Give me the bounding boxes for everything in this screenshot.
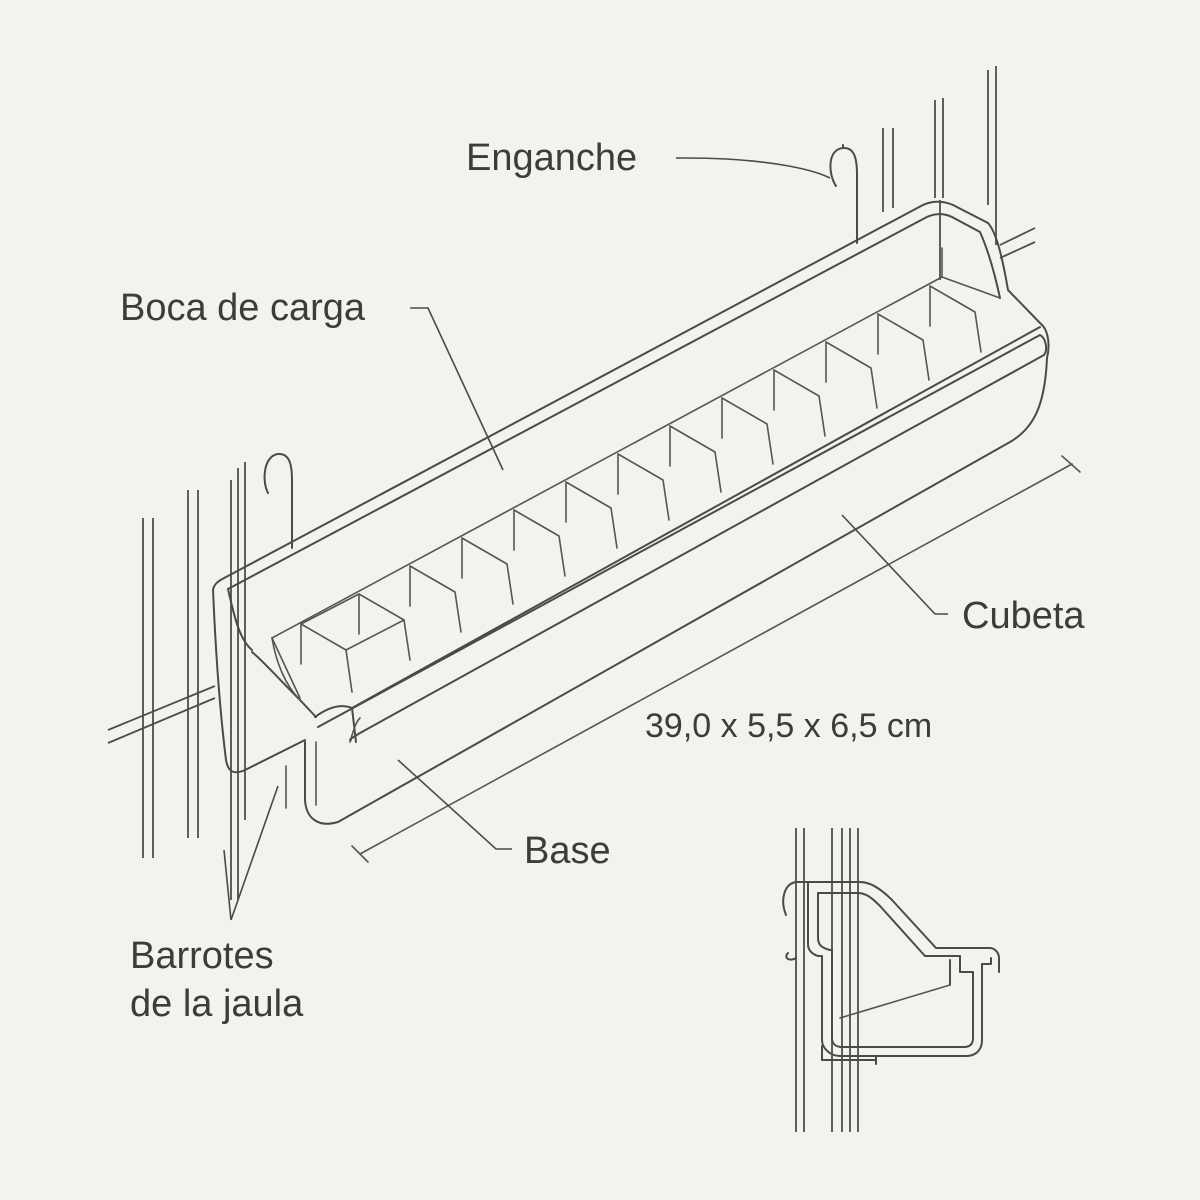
label-base: Base	[524, 830, 611, 872]
label-bars-line2: de la jaula	[130, 983, 304, 1025]
dimension-label: 39,0 x 5,5 x 6,5 cm	[645, 707, 933, 745]
label-hook: Enganche	[466, 137, 638, 179]
compartment-dividers	[300, 285, 982, 693]
label-mouth: Boca de carga	[120, 287, 366, 329]
hook-right	[829, 144, 858, 244]
cross-section-inset	[782, 828, 1000, 1132]
right-cage-bars	[882, 66, 1036, 280]
dimension-line	[351, 455, 1081, 863]
leader-lines	[223, 157, 948, 921]
feeder-body	[212, 200, 1050, 825]
left-cage-bars	[107, 462, 246, 900]
label-tray: Cubeta	[962, 595, 1085, 637]
label-bars-line1: Barrotes	[130, 935, 274, 977]
hook-left	[263, 452, 293, 549]
